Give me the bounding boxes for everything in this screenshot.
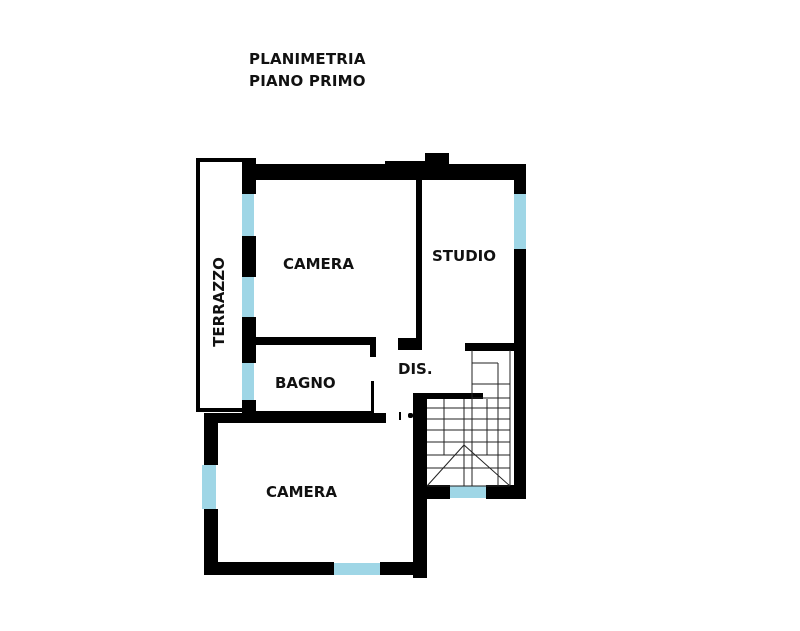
window-studio-east (514, 194, 526, 249)
window-camera2-west (202, 465, 216, 509)
room-label-disimpegno: DIS. (398, 360, 433, 378)
window-stairs-south (450, 486, 486, 498)
plan-title: PLANIMETRIA PIANO PRIMO (249, 48, 366, 92)
window-bagno-west (242, 363, 254, 400)
plan-title-line2: PIANO PRIMO (249, 72, 366, 90)
room-label-studio: STUDIO (432, 247, 496, 265)
window-camera1-west-1 (242, 194, 254, 236)
plan-title-line1: PLANIMETRIA (249, 50, 366, 68)
room-label-camera-2: CAMERA (266, 483, 337, 501)
room-label-bagno: BAGNO (275, 374, 336, 392)
room-label-terrazzo: TERRAZZO (210, 257, 228, 347)
window-camera2-south (334, 563, 380, 575)
window-camera1-west-2 (242, 277, 254, 317)
room-label-camera-1: CAMERA (283, 255, 354, 273)
